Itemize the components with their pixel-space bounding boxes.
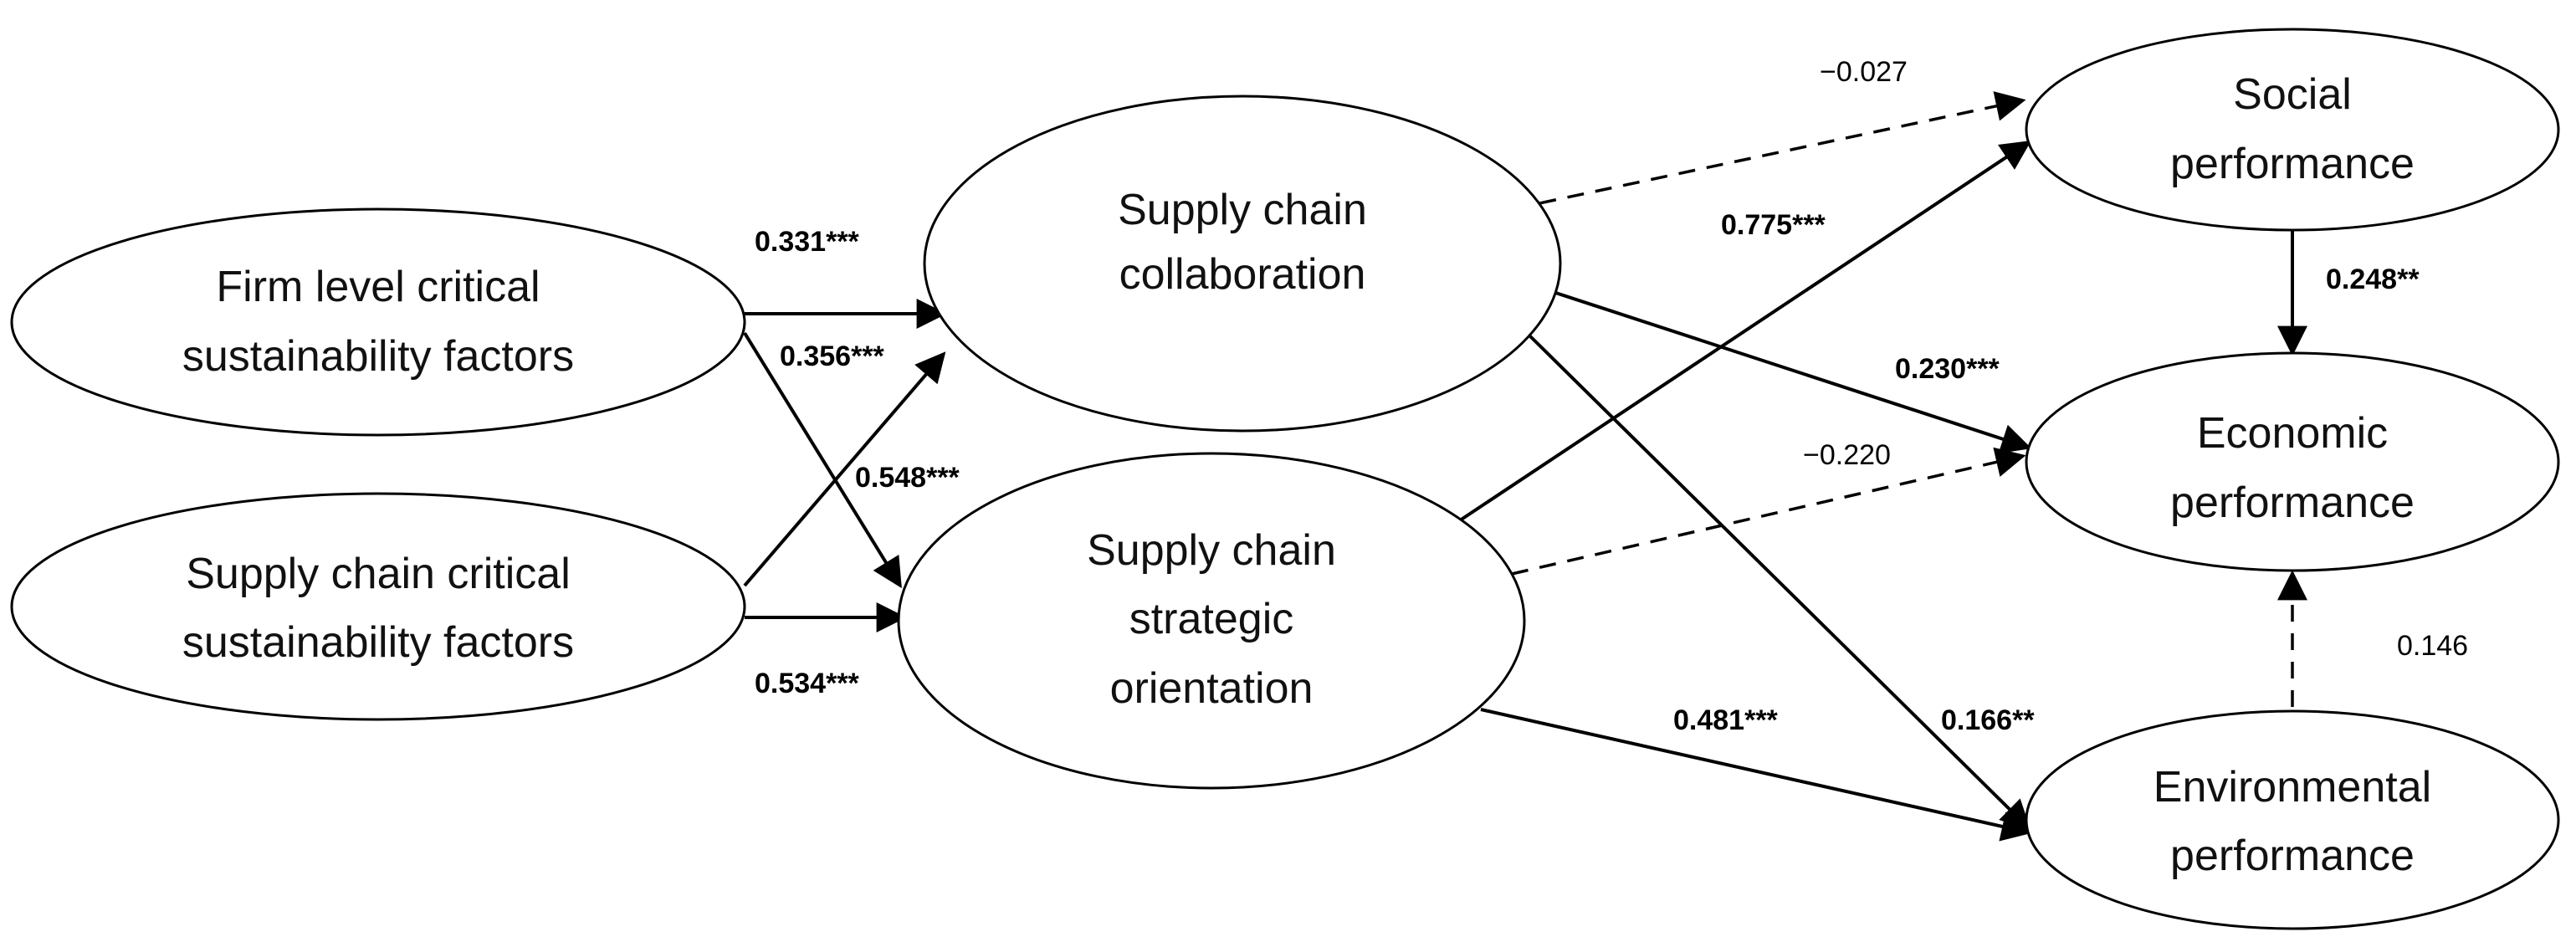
node-supply-chain-collaboration-label-1: Supply chain — [1118, 186, 1367, 234]
edge-collab-to-environmental — [1525, 331, 2031, 831]
coef-sccsf-to-collab: 0.356*** — [780, 340, 885, 372]
node-supply-chain-strategic-orientation-label-3: orientation — [1110, 664, 1314, 713]
node-supply-chain-collaboration-label-2: collaboration — [1119, 250, 1366, 299]
coef-strategic-to-economic: −0.220 — [1803, 439, 1891, 471]
node-supply-chain-strategic-orientation: Supply chain strategic orientation — [897, 452, 1526, 790]
coef-strategic-to-social: 0.775*** — [1721, 209, 1826, 241]
edge-collab-to-economic — [1534, 284, 2032, 454]
coef-sccsf-to-strategic: 0.534*** — [755, 668, 860, 699]
node-supply-chain-csf: Supply chain critical sustainability fac… — [10, 492, 746, 721]
node-social-performance: Social performance — [2025, 28, 2560, 232]
node-economic-performance: Economic performance — [2025, 351, 2560, 572]
edge-sccsf-to-collab — [743, 351, 946, 587]
coef-firm-to-collab: 0.331*** — [755, 226, 860, 258]
node-environmental-performance: Environmental performance — [2025, 709, 2560, 930]
coef-collab-to-economic: 0.230*** — [1895, 353, 2000, 385]
node-social-performance-label-2: performance — [2170, 140, 2415, 188]
node-firm-level-csf-label-1: Firm level critical — [216, 263, 540, 311]
node-economic-performance-label-2: performance — [2170, 479, 2415, 527]
coef-firm-to-strategic: 0.548*** — [855, 462, 960, 494]
node-supply-chain-collaboration: Supply chain collaboration — [923, 95, 1562, 433]
node-firm-level-csf-label-2: sustainability factors — [182, 332, 574, 381]
node-supply-chain-strategic-orientation-label-1: Supply chain — [1087, 526, 1336, 575]
node-supply-chain-csf-label-1: Supply chain critical — [186, 550, 571, 598]
coef-social-to-economic: 0.248** — [2326, 264, 2420, 295]
node-social-performance-label-1: Social — [2233, 70, 2352, 119]
edge-collab-to-social — [1511, 91, 2026, 211]
coef-environmental-to-economic: 0.146 — [2397, 630, 2468, 662]
node-economic-performance-label-1: Economic — [2197, 409, 2388, 458]
node-supply-chain-csf-label-2: sustainability factors — [182, 618, 574, 667]
edges — [743, 91, 2307, 842]
node-supply-chain-strategic-orientation-label-2: strategic — [1129, 595, 1294, 643]
coefficients: 0.331*** 0.356*** 0.548*** 0.534*** −0.0… — [755, 56, 2468, 736]
coef-collab-to-environmental: 0.166** — [1941, 704, 2035, 736]
edge-strategic-to-social — [1458, 141, 2031, 522]
node-environmental-performance-label-1: Environmental — [2153, 763, 2431, 812]
edge-strategic-to-environmental — [1480, 708, 2032, 842]
edge-firm-to-strategic — [743, 331, 902, 589]
node-firm-level-csf: Firm level critical sustainability facto… — [10, 207, 746, 437]
edge-strategic-to-economic — [1511, 447, 2026, 576]
node-environmental-performance-label-2: performance — [2170, 832, 2415, 880]
coef-collab-to-social: −0.027 — [1820, 56, 1908, 88]
coef-strategic-to-environmental: 0.481*** — [1673, 704, 1779, 736]
